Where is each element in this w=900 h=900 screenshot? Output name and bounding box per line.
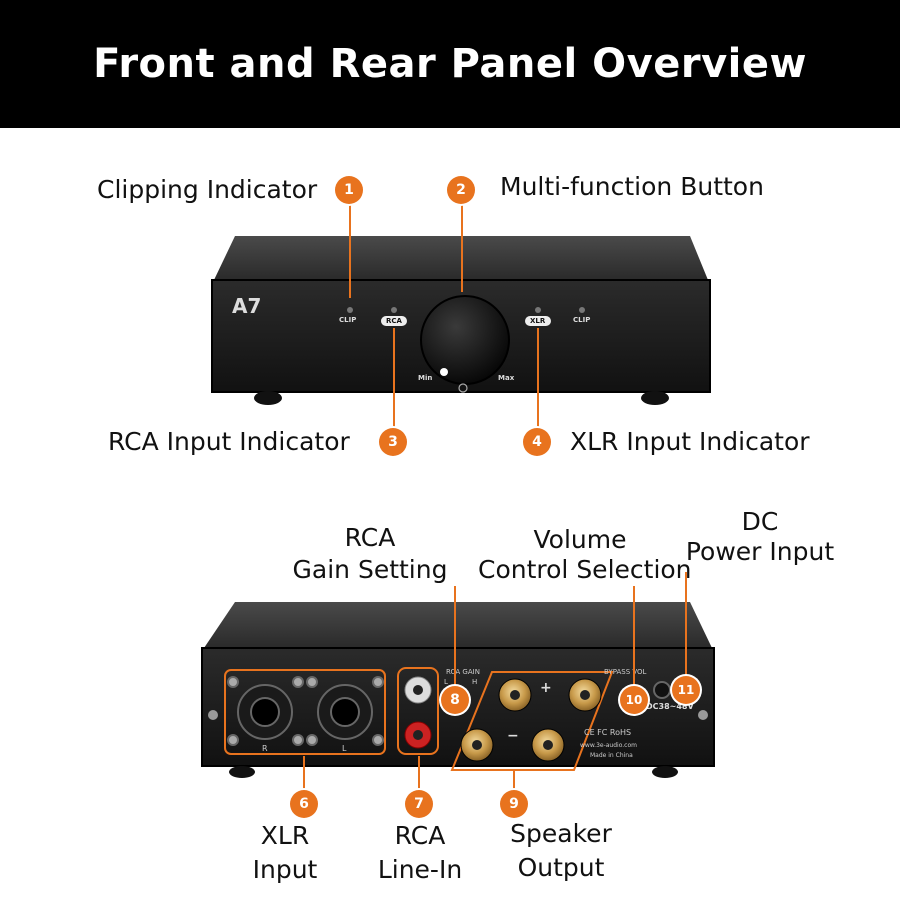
front-led-label-xlr: XLR bbox=[530, 317, 546, 325]
callout-label-9-line2: Output bbox=[517, 853, 605, 882]
minus-print: − bbox=[507, 728, 519, 744]
callout-label-9-line1: Speaker bbox=[510, 819, 612, 848]
callout-label-10-line1: Volume bbox=[533, 525, 627, 554]
callout-label-4: XLR Input Indicator bbox=[570, 427, 810, 456]
rca-gain-print: RCA GAIN bbox=[446, 668, 480, 676]
callout-line-2 bbox=[461, 200, 463, 292]
callout-label-3: RCA Input Indicator bbox=[108, 427, 350, 456]
dc-spec-print: DC38~48V bbox=[646, 702, 694, 711]
callout-label-11-line1: DC bbox=[741, 507, 779, 536]
callout-line-10 bbox=[633, 586, 635, 686]
callout-label-8-line1: RCA bbox=[344, 523, 396, 552]
callout-label-7-line1: RCA bbox=[394, 821, 446, 850]
knob-min-label: Min bbox=[418, 374, 433, 382]
callout-line-4 bbox=[537, 328, 539, 428]
callout-badge-1: 1 bbox=[335, 176, 363, 204]
plus-print: + bbox=[540, 680, 552, 696]
callout-label-7-line2: Line-In bbox=[377, 855, 463, 884]
callout-badge-9: 9 bbox=[500, 790, 528, 818]
xlr-right-print: R bbox=[262, 744, 268, 753]
callout-label-8-line2: Gain Setting bbox=[292, 555, 448, 584]
front-led-label-clip-right: CLIP bbox=[573, 316, 591, 324]
callout-line-6 bbox=[303, 756, 305, 791]
callout-label-11-line2: Power Input bbox=[685, 537, 835, 566]
xlr-left-print: L bbox=[342, 744, 347, 753]
callout-badge-8: 8 bbox=[441, 686, 469, 714]
website-print: www.3e-audio.com bbox=[580, 742, 637, 749]
bypass-vol-print: BYPASS VOL bbox=[604, 668, 647, 676]
callout-line-1 bbox=[349, 200, 351, 298]
callout-badge-7: 7 bbox=[405, 790, 433, 818]
callout-badge-3: 3 bbox=[379, 428, 407, 456]
callout-badge-11: 11 bbox=[672, 676, 700, 704]
callout-badge-2: 2 bbox=[447, 176, 475, 204]
callout-label-10-line2: Control Selection bbox=[478, 555, 692, 584]
callout-label-6-line2: Input bbox=[252, 855, 318, 884]
callout-label-6-line1: XLR bbox=[260, 821, 310, 850]
header-banner: Front and Rear Panel Overview bbox=[0, 0, 900, 128]
callout-label-1: Clipping Indicator bbox=[97, 175, 318, 204]
callout-line-8 bbox=[454, 586, 456, 686]
callout-badge-10: 10 bbox=[620, 686, 648, 714]
made-in-print: Made in China bbox=[590, 752, 633, 759]
callout-line-7 bbox=[418, 756, 420, 791]
knob-max-label: Max bbox=[498, 374, 515, 382]
page-title: Front and Rear Panel Overview bbox=[93, 41, 807, 87]
front-led-label-clip-left: CLIP bbox=[339, 316, 357, 324]
callout-badge-6: 6 bbox=[290, 790, 318, 818]
callout-line-3 bbox=[393, 328, 395, 428]
certifications-print: CE FC RoHS bbox=[584, 728, 632, 737]
front-led-label-rca: RCA bbox=[386, 317, 402, 325]
rca-gain-high-print: H bbox=[472, 678, 478, 686]
callout-line-11 bbox=[685, 572, 687, 676]
rca-gain-low-print: L bbox=[444, 678, 448, 686]
front-model-label: A7 bbox=[232, 294, 262, 318]
callout-line-9 bbox=[513, 770, 515, 792]
callout-label-2: Multi-function Button bbox=[500, 172, 764, 201]
callout-badge-4: 4 bbox=[523, 428, 551, 456]
